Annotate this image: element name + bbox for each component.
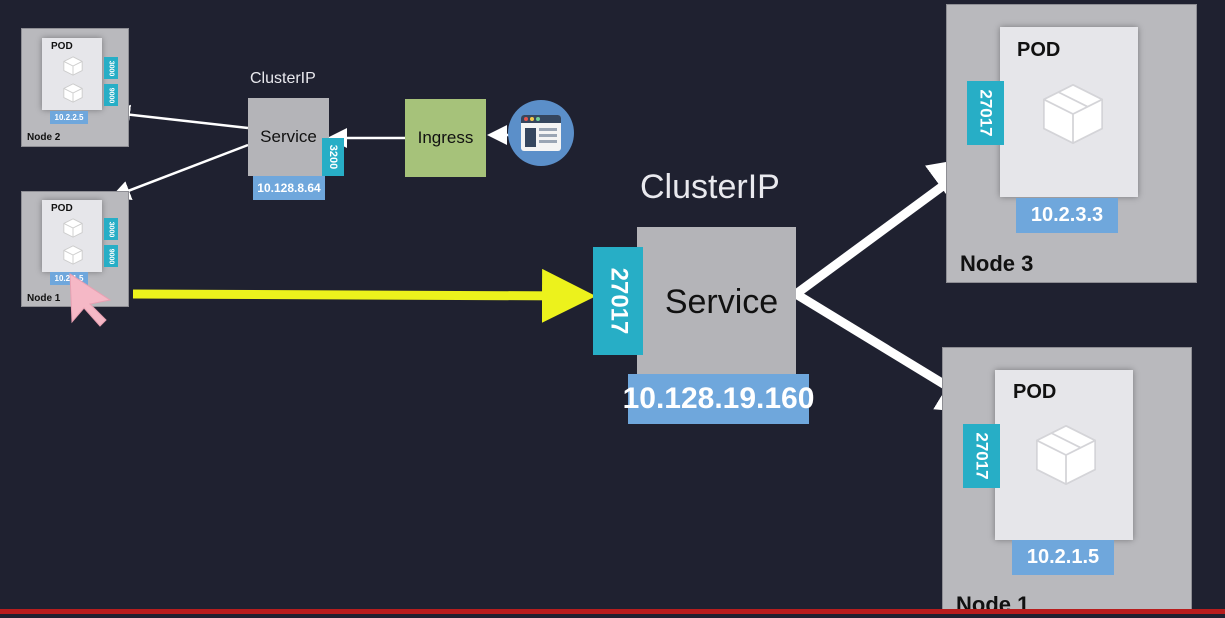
small-service-ip: 10.128.8.64 [253,176,325,200]
node-2-small: POD 3000 9000 10.2.2.5 Node 2 [21,28,129,147]
package-icon [63,245,83,265]
small-service-port: 3200 [322,138,344,176]
small-service-box: Service [248,98,329,176]
package-icon [1042,83,1104,145]
main-service-port: 27017 [593,247,643,355]
pod-ip: 10.2.1.5 [1012,540,1114,575]
cursor-pointer-icon [69,273,112,327]
main-service-title: ClusterIP [640,168,780,206]
pod: POD [1000,27,1138,197]
arrow-highlight-to-service [132,268,596,323]
pod-ip: 10.2.3.3 [1016,198,1118,233]
package-icon [63,218,83,238]
node-1: POD 27017 10.2.1.5 Node 1 [942,347,1192,617]
node-label: Node 2 [27,132,61,143]
package-icon [63,56,83,76]
main-service-box: Service [637,227,796,377]
arrow-service-to-node2 [110,104,249,130]
ingress-label: Ingress [417,128,474,147]
arrow-service-to-node1 [110,143,249,200]
pod-label: POD [1017,39,1061,61]
package-icon [63,83,83,103]
pod-small: POD [42,200,102,272]
pod-port: 27017 [963,424,1000,488]
pod: POD [995,370,1133,540]
main-service-ip: 10.128.19.160 [623,374,814,424]
service-label: Service [260,127,317,146]
pod-port: 3000 [104,57,118,79]
pod-port: 9000 [104,84,118,106]
node-label: Node 3 [960,251,1034,276]
node-label: Node 1 [27,293,61,304]
service-label: Service [664,282,779,321]
pod-port: 9000 [104,245,118,267]
pod-label: POD [51,41,73,52]
node-label: Node 1 [956,592,1030,617]
node-3: POD 27017 10.2.3.3 Node 3 [946,4,1197,283]
pod-label: POD [51,203,73,214]
arrow-service-to-node3 [793,155,985,298]
progress-bar [0,609,1225,614]
small-service-title: ClusterIP [250,70,316,87]
package-icon [1035,424,1097,486]
ingress-box: Ingress [405,99,486,177]
pod-ip: 10.2.2.5 [50,111,88,124]
pod-small: POD [42,38,102,110]
browser-window-icon [508,100,574,166]
pod-port: 27017 [967,81,1004,145]
pod-port: 3000 [104,218,118,240]
pod-label: POD [1013,381,1057,403]
